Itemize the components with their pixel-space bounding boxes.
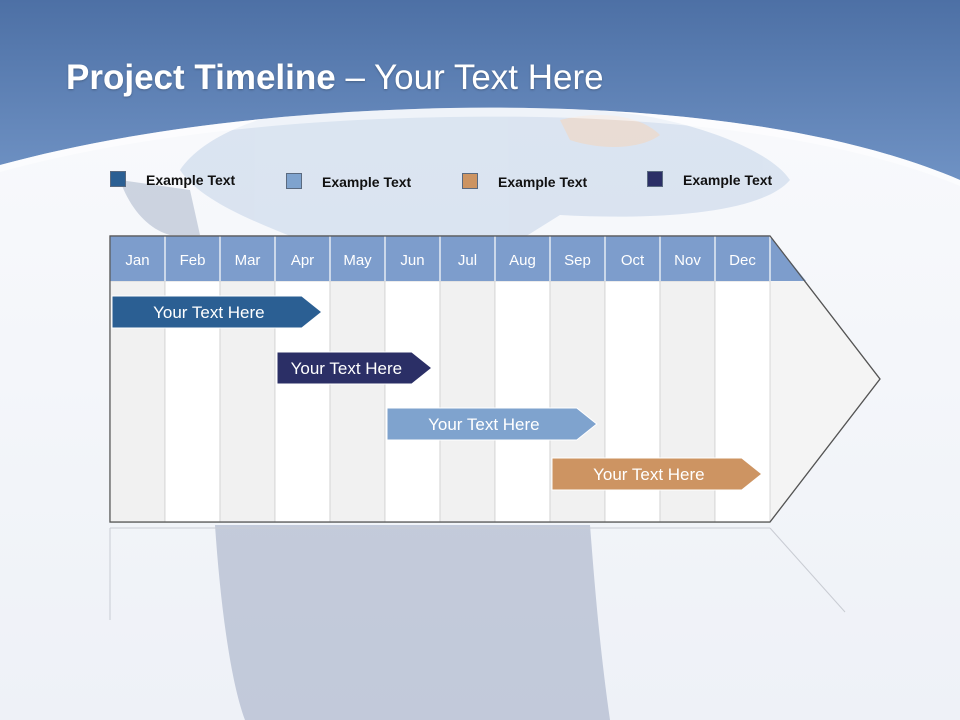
month-label: Jun	[400, 252, 424, 269]
month-column	[329, 280, 386, 523]
task-bar	[276, 351, 433, 385]
month-label: Jan	[125, 252, 149, 269]
legend-swatch	[462, 173, 478, 189]
month-column	[439, 280, 496, 523]
month-label: Aug	[509, 252, 536, 269]
legend-label: Example Text	[322, 174, 412, 190]
page-title: Project Timeline – Your Text Here	[66, 58, 604, 98]
reflection-line	[769, 527, 846, 613]
task-label: Your Text Here	[153, 303, 265, 322]
task-bar	[111, 295, 323, 329]
legend-swatch	[110, 171, 126, 187]
legend-swatch	[647, 171, 663, 187]
month-label: Nov	[674, 252, 701, 269]
month-label: Sep	[564, 252, 591, 269]
legend-label: Example Text	[498, 174, 588, 190]
month-label: Jul	[458, 252, 477, 269]
month-label: Apr	[291, 252, 314, 269]
month-column	[494, 280, 551, 523]
worker-photo	[120, 100, 790, 720]
title-rest: – Your Text Here	[335, 58, 604, 97]
month-column	[384, 280, 441, 523]
task-label: Your Text Here	[428, 415, 540, 434]
legend-label: Example Text	[146, 172, 236, 188]
task-bar	[386, 407, 598, 441]
month-header	[110, 236, 806, 281]
month-label: May	[343, 252, 372, 269]
task-bar	[551, 457, 763, 491]
timeline-outline	[109, 235, 881, 523]
month-label: Mar	[235, 252, 261, 269]
legend-label: Example Text	[683, 172, 773, 188]
legend-swatch	[286, 173, 302, 189]
task-label: Your Text Here	[593, 465, 705, 484]
month-label: Oct	[621, 252, 645, 269]
task-label: Your Text Here	[291, 359, 403, 378]
month-label: Feb	[180, 252, 206, 269]
month-label: Dec	[729, 252, 756, 269]
title-bold: Project Timeline	[66, 58, 336, 97]
